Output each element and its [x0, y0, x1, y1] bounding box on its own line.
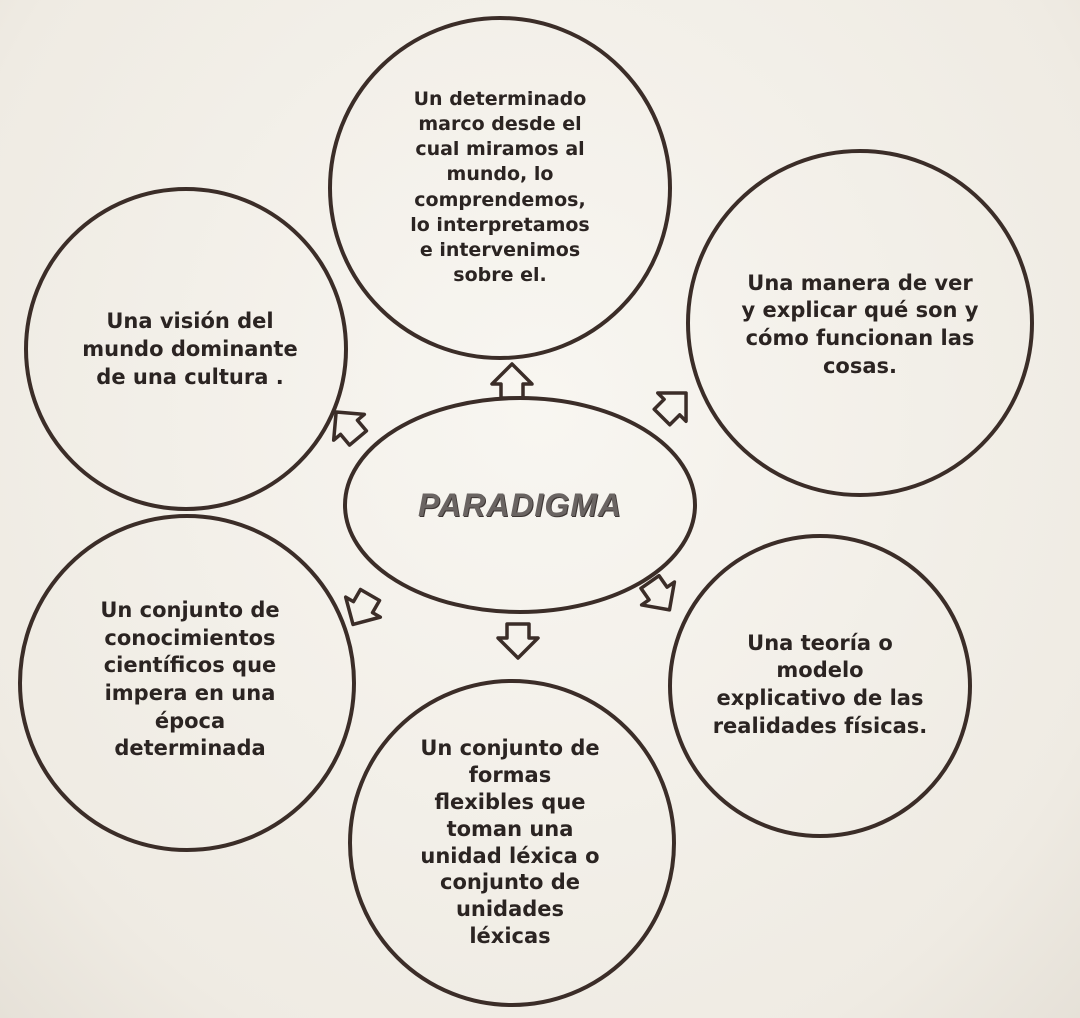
node-top-circle: [328, 16, 672, 360]
node-upper-right-text: Una manera de ver y explicar qué son y c…: [741, 270, 979, 378]
arrow-lower-left-icon: [343, 587, 383, 627]
node-upper-left-text: Una visión del mundo dominante de una cu…: [82, 309, 298, 389]
arrow-lower-right-icon: [639, 573, 677, 612]
node-lower-left-circle: [18, 514, 356, 852]
node-bottom-circle: [348, 679, 676, 1007]
node-bottom-text: Un conjunto de formas flexibles que toma…: [420, 736, 600, 949]
node-top-text: Un determinado marco desde el cual miram…: [410, 88, 590, 286]
arrow-upper-left-icon: [331, 410, 369, 447]
node-upper-left-circle: [24, 187, 348, 511]
node-lower-right-text: Una teoría o modelo explicativo de las r…: [712, 630, 928, 738]
node-upper-right-circle: [686, 149, 1034, 497]
arrow-upper-right-icon: [652, 391, 688, 427]
arrow-down-icon: [496, 622, 540, 660]
node-lower-right-circle: [668, 534, 972, 838]
arrow-up-icon: [490, 362, 534, 400]
center-title: PARADIGMA: [418, 486, 622, 523]
node-lower-left-text: Un conjunto de conocimientos científicos…: [100, 597, 280, 761]
